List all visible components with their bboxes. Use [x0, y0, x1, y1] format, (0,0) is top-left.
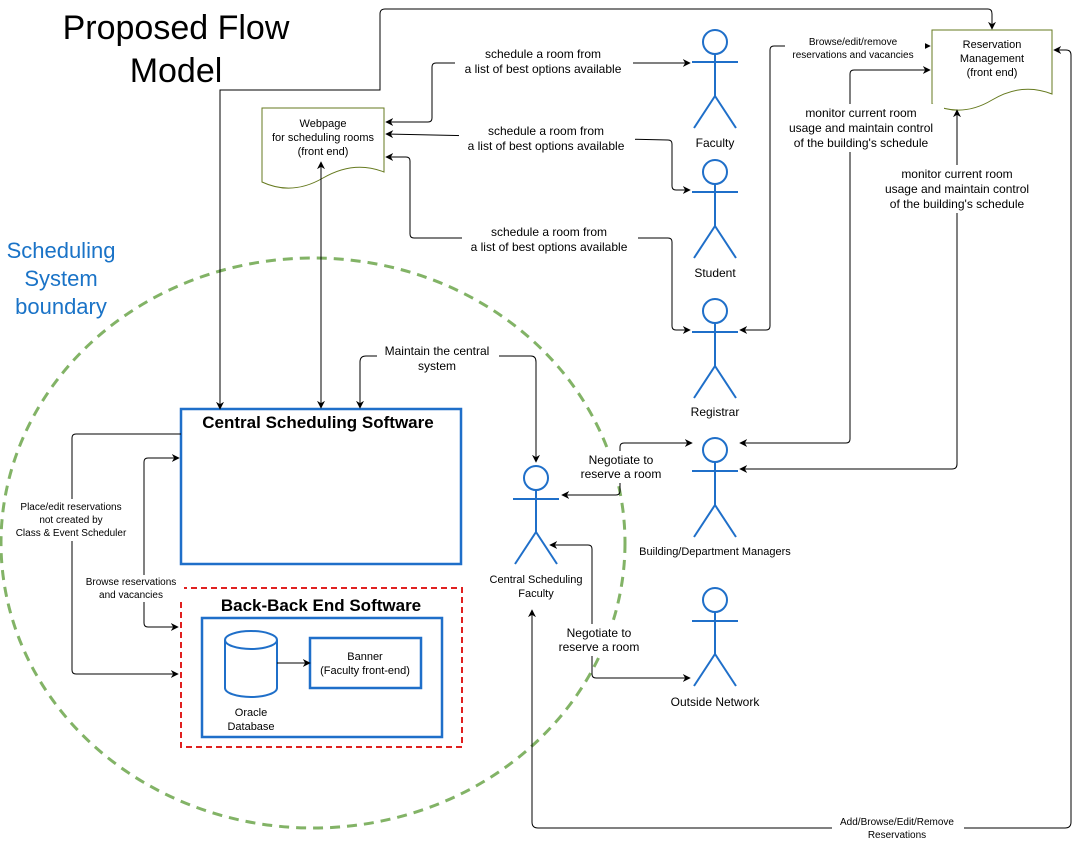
banner-label-line1: Banner: [347, 651, 383, 663]
outside-network-label: Outside Network: [671, 695, 761, 709]
place-edit-label-line2: not created by: [39, 515, 102, 526]
browse-res-label-line2: and vacancies: [99, 590, 163, 601]
place-edit-connector: [71, 433, 181, 678]
reservation-label-line2: Management: [960, 53, 1024, 65]
negotiate2-label-line1: Negotiate to: [567, 626, 632, 640]
monitor1-label-line2: usage and maintain control: [789, 121, 933, 135]
webpage-label-line3: (front end): [298, 146, 349, 158]
registrar-sched-label-line1: schedule a room from: [491, 225, 607, 239]
faculty-webpage-connector: [385, 59, 691, 126]
oracle-label-line1: Oracle: [235, 707, 267, 719]
negotiate1-label-line1: Negotiate to: [589, 453, 654, 467]
oracle-database-icon[interactable]: [224, 640, 278, 698]
monitor2-label-line3: of the building's schedule: [890, 197, 1025, 211]
student-sched-label-line2: a list of best options available: [468, 139, 625, 153]
monitor2-label-line2: usage and maintain control: [885, 182, 1029, 196]
webpage-label-line2: for scheduling rooms: [272, 132, 375, 144]
boundary-label-line2: System: [24, 266, 97, 291]
diagram-title-line2: Model: [130, 52, 223, 90]
boundary-label-line1: Scheduling: [7, 238, 116, 263]
student-actor[interactable]: [692, 159, 738, 259]
reservation-label-line1: Reservation: [963, 39, 1022, 51]
add-browse-label-line2: Reservations: [868, 830, 926, 841]
browse-res-label-line1: Browse reservations: [86, 577, 177, 588]
banner-label-line2: (Faculty front-end): [320, 665, 410, 677]
negotiate1-label-line2: reserve a room: [581, 467, 662, 481]
browse-edit-remove-label-line2: reservations and vacancies: [792, 50, 913, 61]
building-managers-label: Building/Department Managers: [639, 546, 791, 558]
monitor1-label-line3: of the building's schedule: [794, 136, 929, 150]
place-edit-label-line1: Place/edit reservations: [20, 502, 121, 513]
diagram-title-line1: Proposed Flow: [63, 9, 290, 47]
student-label: Student: [694, 266, 736, 280]
building-managers-actor[interactable]: [692, 437, 738, 538]
add-browse-label-line1: Add/Browse/Edit/Remove: [840, 817, 954, 828]
central-scheduling-software-label: Central Scheduling Software: [202, 413, 433, 432]
maintain-label-line1: Maintain the central: [385, 344, 490, 358]
boundary-label-line3: boundary: [15, 294, 107, 319]
oracle-database-top: [224, 630, 278, 650]
place-edit-label-line3: Class & Event Scheduler: [16, 528, 127, 539]
backend-software-label: Back-Back End Software: [221, 596, 421, 615]
browse-edit-remove-label-line1: Browse/edit/remove: [809, 37, 898, 48]
central-faculty-outside-connector: [549, 541, 691, 682]
registrar-actor[interactable]: [692, 298, 738, 399]
central-scheduling-software-box[interactable]: [179, 407, 463, 566]
registrar-sched-label-line2: a list of best options available: [471, 240, 628, 254]
add-browse-edit-remove-connector: [528, 46, 1072, 829]
webpage-label-line1: Webpage: [300, 118, 347, 130]
outside-network-actor[interactable]: [692, 587, 738, 687]
student-sched-label-line1: schedule a room from: [488, 124, 604, 138]
browse-reservations-connector: [143, 454, 180, 631]
monitor2-label-line1: monitor current room: [901, 167, 1012, 181]
central-to-reservation-connector: [216, 8, 996, 410]
faculty-sched-label-line1: schedule a room from: [485, 47, 601, 61]
managers-reservation-connector-2: [739, 109, 961, 473]
central-faculty-label-line2: Faculty: [518, 588, 554, 600]
faculty-label: Faculty: [696, 136, 735, 150]
faculty-actor[interactable]: [692, 29, 738, 129]
registrar-label: Registrar: [691, 405, 740, 419]
central-faculty-label-line1: Central Scheduling: [490, 574, 583, 586]
central-scheduling-faculty-actor[interactable]: [513, 465, 559, 565]
negotiate2-label-line2: reserve a room: [559, 640, 640, 654]
oracle-label-line2: Database: [227, 721, 274, 733]
banner-box[interactable]: [308, 636, 423, 690]
reservation-label-line3: (front end): [967, 67, 1018, 79]
monitor1-label-line1: monitor current room: [805, 106, 916, 120]
maintain-label-line2: system: [418, 359, 456, 373]
faculty-sched-label-line2: a list of best options available: [465, 62, 622, 76]
